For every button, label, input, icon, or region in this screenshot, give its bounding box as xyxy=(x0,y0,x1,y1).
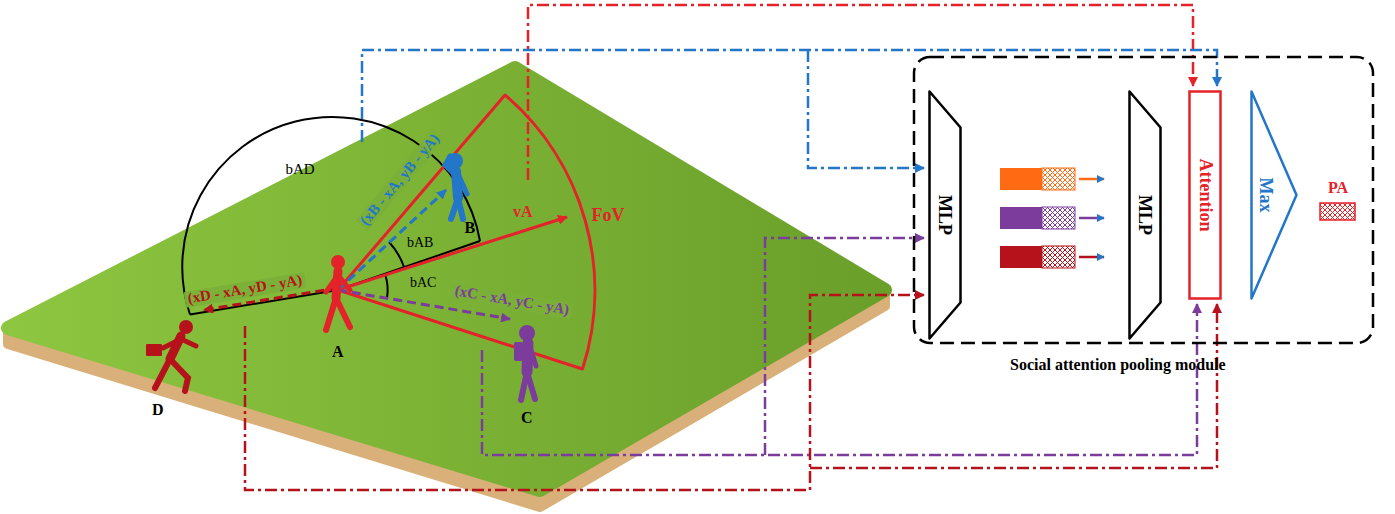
feed-line xyxy=(362,50,1217,142)
bar-arrow xyxy=(1079,256,1104,259)
trapezoid xyxy=(1130,92,1161,339)
arm xyxy=(338,275,350,290)
feed-line xyxy=(528,5,1193,180)
leg xyxy=(170,359,188,391)
max-pool-block: Max xyxy=(1250,90,1298,300)
block-label: MLP xyxy=(936,195,954,235)
pedestrian-a xyxy=(326,255,350,330)
fov-sector xyxy=(338,95,595,369)
pedestrian-label: D xyxy=(152,402,164,419)
ground-plate xyxy=(8,68,885,507)
vector-label: (xD - xA, yD - yA) xyxy=(184,272,307,307)
leg xyxy=(326,298,336,330)
arm xyxy=(326,275,338,292)
feature-bar xyxy=(1000,207,1042,229)
feed-line xyxy=(765,238,924,455)
bar-arrow xyxy=(1079,217,1104,220)
leg xyxy=(458,198,463,219)
feed-lines xyxy=(245,5,1217,490)
attention-block: Attention xyxy=(1188,90,1222,300)
velocity-arrow xyxy=(338,217,567,290)
leg xyxy=(336,298,350,327)
leg xyxy=(155,359,170,388)
angle-label: bAC xyxy=(410,276,436,291)
feature-bar xyxy=(1042,168,1075,190)
pedestrian-d xyxy=(146,320,196,391)
block-label: Attention xyxy=(1196,159,1214,232)
feature-bars xyxy=(1000,168,1355,268)
leg xyxy=(527,372,535,399)
block-label: MLP xyxy=(1136,195,1154,235)
plate-top xyxy=(8,68,885,490)
output-label: PA xyxy=(1328,180,1348,197)
feed-line xyxy=(245,295,924,490)
angle-label: bAD xyxy=(286,162,315,178)
bar-arrow xyxy=(1079,178,1104,181)
arm xyxy=(530,347,536,366)
mlp-block: MLP xyxy=(928,90,962,340)
angle-arc xyxy=(389,242,404,267)
pedestrian-b xyxy=(445,153,467,219)
block-label: Max xyxy=(1256,178,1274,213)
feed-line xyxy=(810,304,1217,468)
pooled-vector xyxy=(1320,203,1355,220)
angle-arc xyxy=(182,117,480,315)
vector-label: (xC - xA, yC - yA) xyxy=(451,283,574,319)
pedestrian-label: B xyxy=(465,220,476,237)
angle-label: bAB xyxy=(407,236,433,251)
pedestrian-label: A xyxy=(332,344,344,361)
feature-bar xyxy=(1042,207,1075,229)
feature-bar xyxy=(1000,168,1042,190)
angle-marks xyxy=(182,117,480,315)
module-title: Social attention pooling module xyxy=(1010,357,1226,373)
trapezoid xyxy=(930,92,961,339)
fov-label: FoV xyxy=(592,206,625,225)
feature-bar xyxy=(1000,246,1042,268)
arm xyxy=(445,156,455,175)
backpack xyxy=(514,342,523,361)
pedestrian-label: C xyxy=(521,410,533,427)
feed-line xyxy=(482,304,1197,455)
box xyxy=(1190,92,1221,299)
triangle xyxy=(1252,92,1297,299)
feed-line xyxy=(808,50,924,168)
pedestrian-c xyxy=(514,325,536,400)
fov-outline xyxy=(338,95,595,369)
arm xyxy=(181,339,196,346)
angle-arc xyxy=(385,274,388,298)
feature-bar xyxy=(1042,246,1075,268)
velocity-label: vA xyxy=(513,204,533,221)
vector-b xyxy=(338,190,446,290)
briefcase xyxy=(146,344,162,356)
vector-label: (xB - xA, yB - yA) xyxy=(355,129,444,231)
arm xyxy=(459,176,467,194)
arm xyxy=(163,340,179,348)
dashed-frame xyxy=(914,57,1373,343)
module-frame: Social attention pooling moduleMLPMLPAtt… xyxy=(912,55,1375,345)
mlp-block: MLP xyxy=(1128,90,1162,340)
